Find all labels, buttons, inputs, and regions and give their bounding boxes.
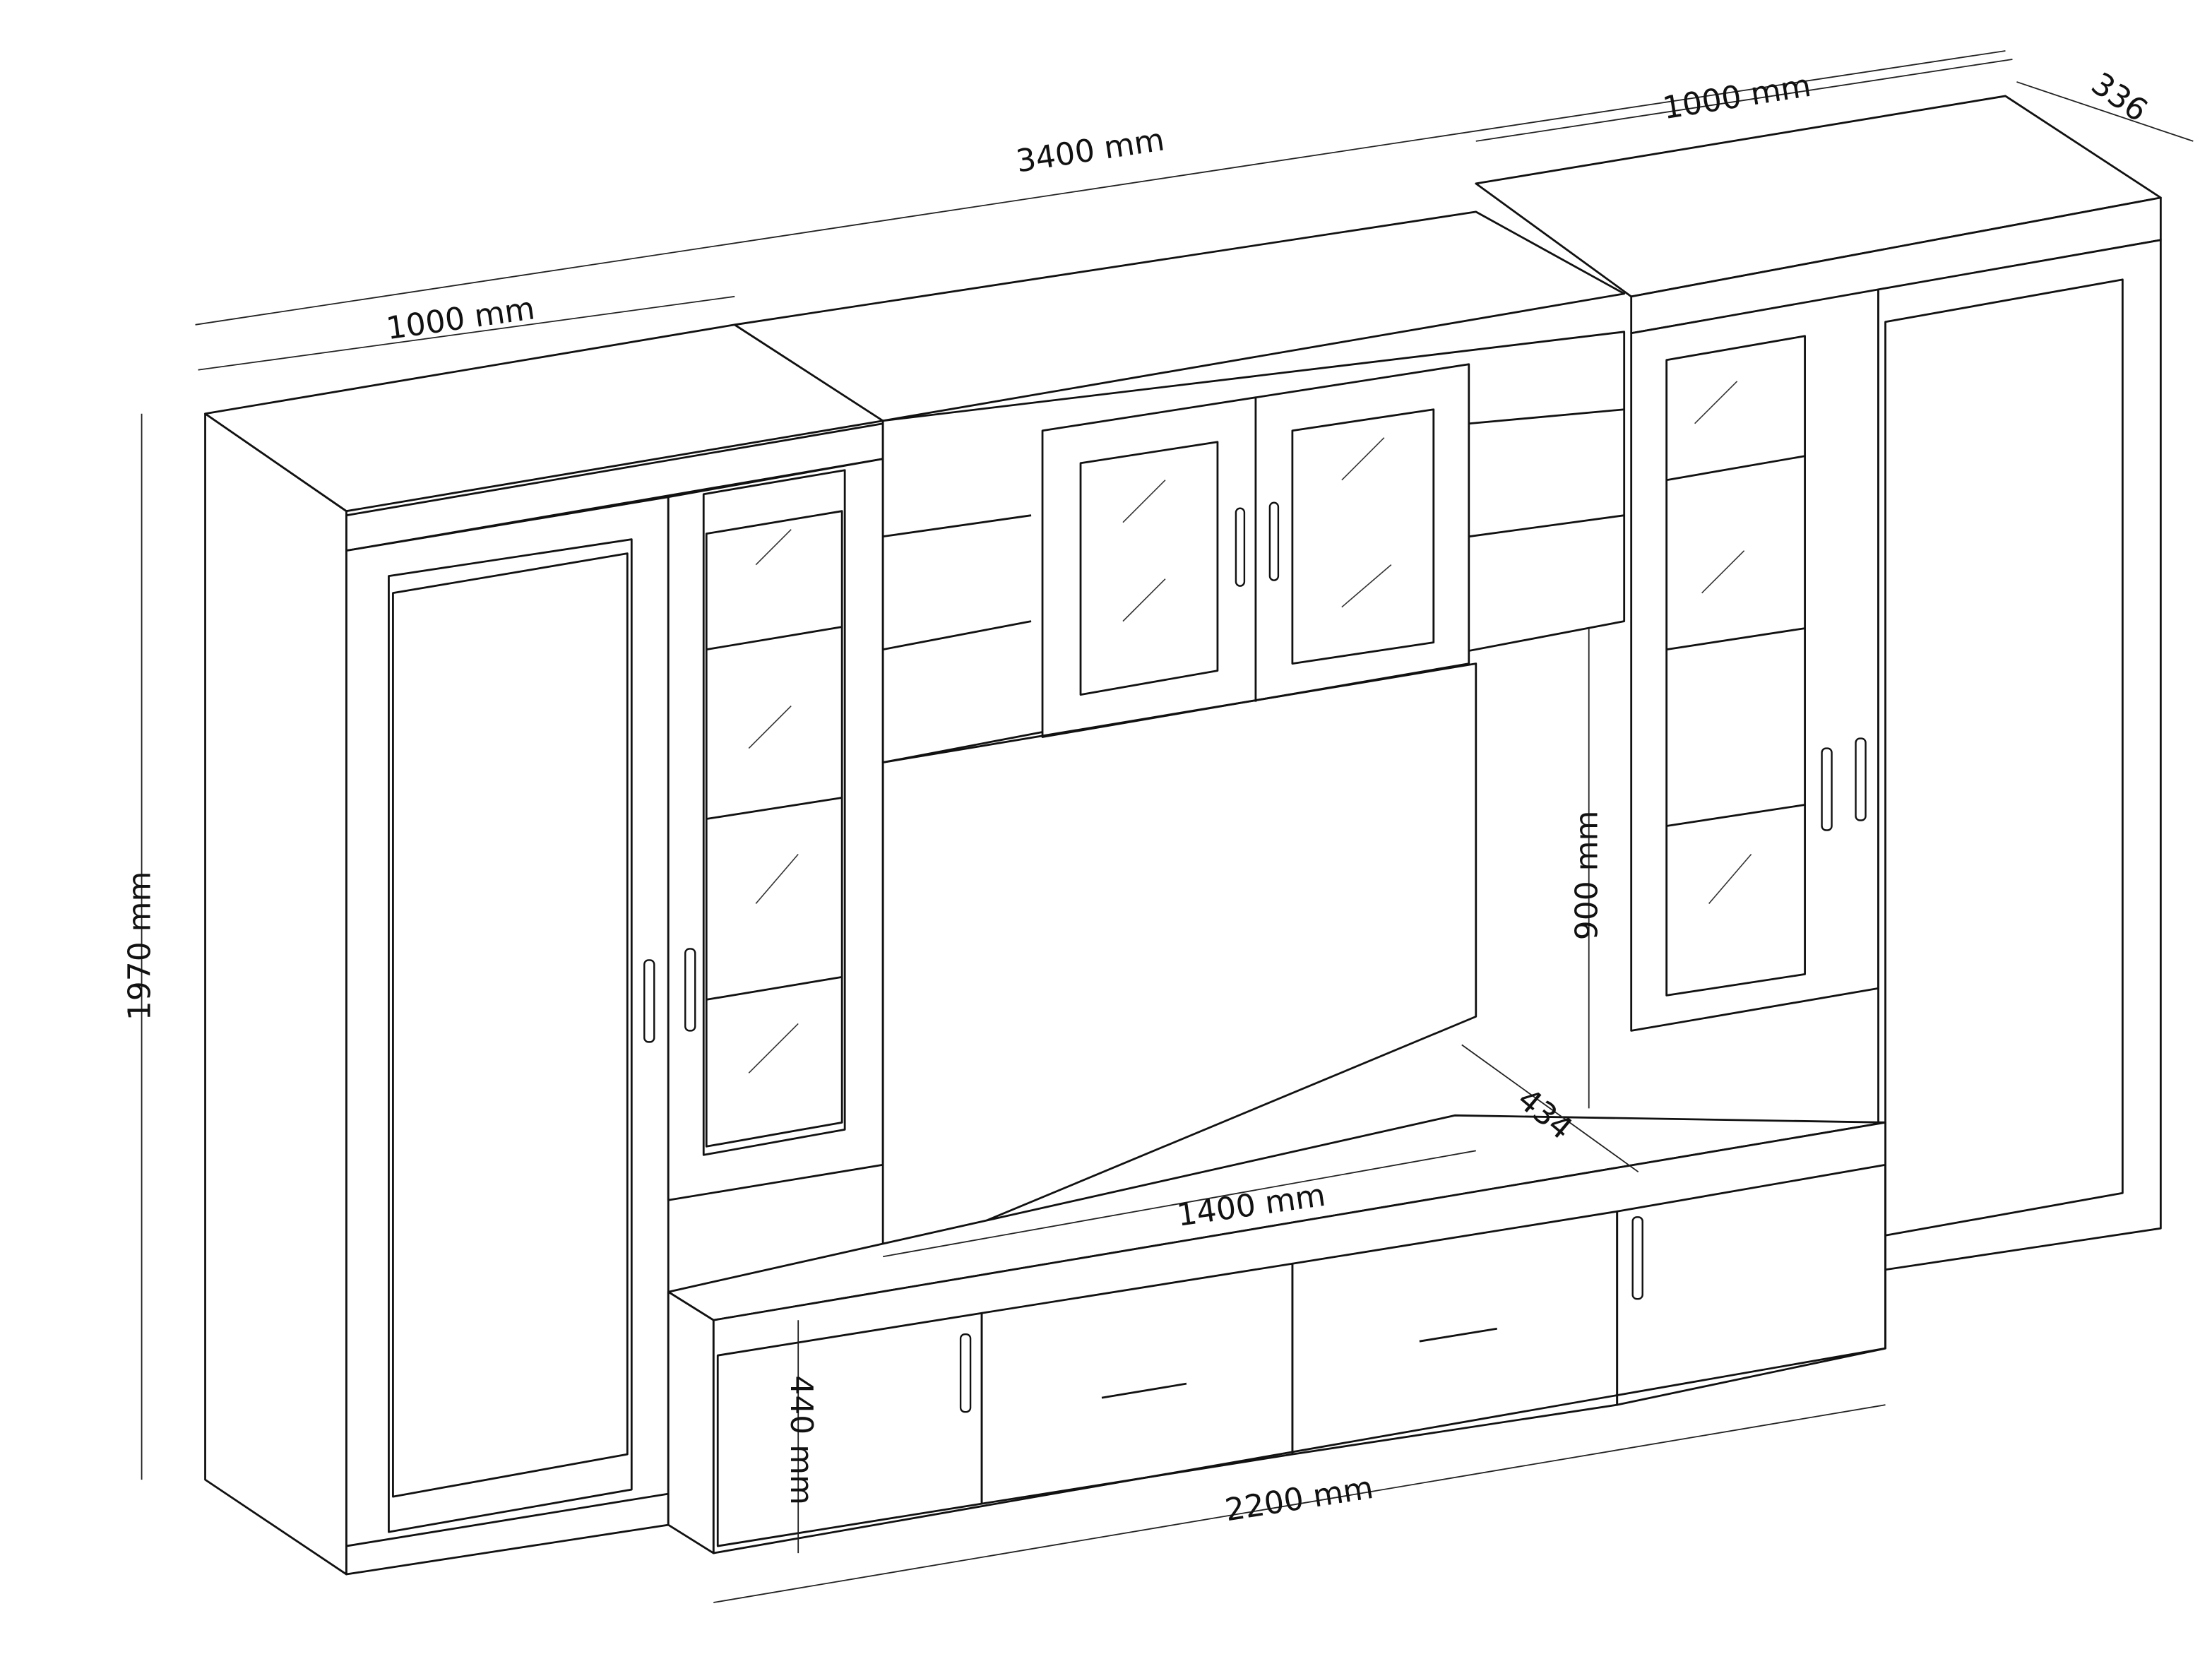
low-left-handle (959, 1333, 972, 1413)
right-wardrobe-handle (1855, 737, 1867, 821)
glass-reflection (748, 1023, 799, 1074)
drawer-handle-right (1419, 1327, 1497, 1343)
glass-reflection (1122, 480, 1166, 523)
label-low-height: 440 mm (783, 1375, 819, 1505)
right-unit (1475, 95, 2162, 1272)
open-shelf (882, 514, 1032, 538)
dim-line-depth (2016, 81, 2194, 142)
dim-line-low-depth (1461, 1044, 1639, 1173)
low-unit-right-door (1616, 1163, 1886, 1406)
glass-door-left (1079, 441, 1219, 696)
shelf (706, 976, 843, 1001)
low-right-handle (1631, 1216, 1643, 1300)
open-shelf (882, 620, 1032, 650)
glass-reflection (1708, 853, 1752, 904)
central-handle-left (1235, 507, 1246, 587)
label-height: 1970 mm (122, 872, 158, 1021)
low-unit-side (667, 1290, 715, 1554)
central-top (733, 210, 1626, 422)
dim-line-right-width (1475, 59, 2013, 142)
glass-door-right (1291, 408, 1435, 665)
left-vitrine (667, 458, 884, 1201)
right-wardrobe-door (1884, 278, 2124, 1237)
shelf (706, 797, 843, 820)
right-vitrine-glass (1665, 335, 1806, 997)
glass-reflection (748, 706, 792, 749)
left-wardrobe-side (204, 412, 347, 1576)
central-upper-unit (733, 210, 1626, 763)
label-depth: 336 (2085, 66, 2154, 129)
right-vitrine (1630, 288, 1879, 1032)
dim-line-total-width (195, 50, 2006, 326)
shelf (1666, 804, 1805, 827)
drawer-handle-left (1101, 1382, 1187, 1399)
left-vitrine-door (702, 469, 846, 1156)
central-handle-right (1268, 501, 1280, 581)
left-wardrobe-door (388, 538, 633, 1533)
left-wardrobe (204, 323, 884, 1576)
right-vitrine-handle (1821, 747, 1833, 831)
glass-reflection (755, 853, 799, 904)
dim-line-niche-width (882, 1150, 1476, 1258)
open-shelf (1468, 514, 1624, 538)
low-tv-unit (667, 1114, 1886, 1554)
glass-reflection (1694, 381, 1738, 424)
glass-reflection (1701, 550, 1745, 594)
label-total-width: 3400 mm (1013, 121, 1167, 179)
shelf (706, 626, 843, 650)
right-wardrobe-front (1877, 239, 2162, 1272)
left-wardrobe-handle (643, 959, 655, 1043)
left-wardrobe-door-panel (392, 552, 629, 1498)
dim-line-left-width (198, 295, 735, 371)
shelf (1666, 455, 1805, 482)
shelf (1666, 627, 1805, 650)
left-vitrine-glass (705, 510, 843, 1148)
tv-niche (881, 662, 1477, 1265)
glass-reflection (1122, 578, 1166, 622)
label-right-width: 1000 mm (1660, 68, 1814, 126)
open-shelf (1468, 408, 1624, 425)
dim-line-low-width (713, 1404, 1886, 1603)
glass-reflection (1341, 437, 1385, 481)
glass-reflection (1341, 564, 1392, 608)
label-left-width: 1000 mm (384, 290, 537, 347)
glass-reflection (755, 529, 792, 566)
label-low-width: 2200 mm (1223, 1470, 1376, 1528)
dimension-lines (141, 50, 2194, 1603)
label-niche-height: 900 mm (1569, 811, 1605, 941)
left-vitrine-handle (684, 948, 696, 1032)
left-wardrobe-plinth (346, 1492, 669, 1547)
